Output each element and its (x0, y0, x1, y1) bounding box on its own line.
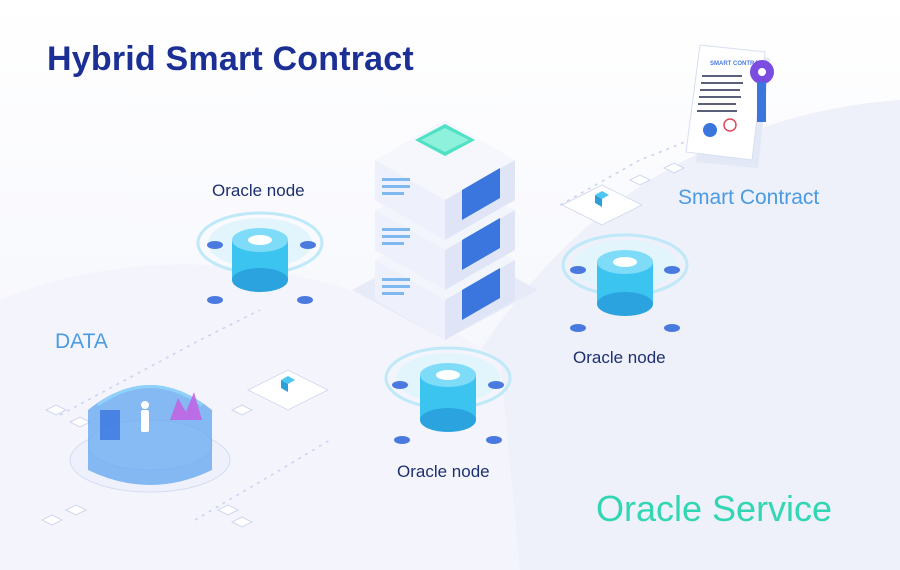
key-icon (750, 60, 774, 122)
oracle-node-label-3: Oracle node (397, 462, 490, 481)
server-unit (375, 120, 515, 240)
person-figure (141, 401, 149, 432)
page-title: Hybrid Smart Contract (47, 40, 414, 78)
stamp-icon (723, 118, 737, 132)
oracle-service-label: Oracle Service (596, 488, 833, 529)
oracle-node-label-2: Oracle node (573, 348, 666, 367)
verified-seal-icon (703, 123, 717, 137)
data-label: DATA (55, 330, 108, 353)
smart-contract-label: Smart Contract (678, 186, 820, 209)
oracle-node-label-1: Oracle node (212, 181, 305, 200)
document-heading: SMART CONTRACT (710, 61, 767, 67)
